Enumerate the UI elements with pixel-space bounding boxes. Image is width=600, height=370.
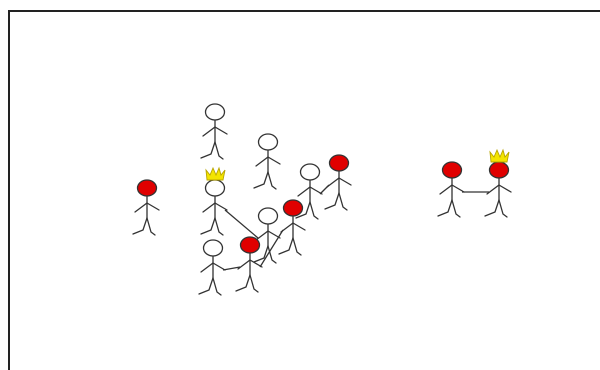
figure-left-leg <box>200 217 216 235</box>
figure-right-arm <box>309 186 323 195</box>
figure-right-arm <box>292 222 306 231</box>
figure-right-leg <box>212 277 222 296</box>
white-stick-figure-icon <box>200 103 228 160</box>
figure-right-arm <box>146 202 160 211</box>
crown-icon <box>489 148 510 163</box>
figure-right-leg <box>267 171 277 190</box>
figure-left-leg <box>253 171 269 189</box>
figure-left-leg <box>253 245 269 263</box>
figure-left-arm <box>202 126 216 137</box>
figure-head <box>257 133 279 151</box>
figure-left-arm <box>326 177 340 188</box>
figure-head <box>488 161 510 179</box>
figure-head <box>136 179 158 197</box>
stick-figure-scene <box>132 103 512 296</box>
figure-left-arm <box>439 184 453 195</box>
figure-right-arm <box>249 259 263 268</box>
figure-left-leg <box>324 192 340 210</box>
figure-right-leg <box>214 217 224 236</box>
figure-left-leg <box>437 199 453 217</box>
figure-left-arm <box>255 230 269 241</box>
figure-head <box>202 239 224 257</box>
figure-right-arm <box>498 184 512 193</box>
figure-right-arm <box>338 177 352 186</box>
figure-head <box>282 199 304 217</box>
red-stick-figure-icon <box>324 154 352 211</box>
figure-left-leg <box>295 201 311 219</box>
figure-head <box>204 103 226 121</box>
figure-left-arm <box>486 184 500 195</box>
figure-right-leg <box>338 192 348 211</box>
red-stick-figure-icon <box>278 199 306 256</box>
figure-left-leg <box>132 217 148 235</box>
figure-left-arm <box>202 202 216 213</box>
red-stick-figure-icon <box>132 179 160 236</box>
hand-link-line <box>259 229 284 268</box>
figure-right-arm <box>214 202 228 211</box>
figure-head <box>239 236 261 254</box>
figure-right-leg <box>146 217 156 236</box>
white-stick-figure-icon <box>198 239 226 296</box>
figure-right-arm <box>214 126 228 135</box>
white-stick-figure-icon <box>200 166 228 236</box>
figure-left-arm <box>134 202 148 213</box>
figure-left-arm <box>280 222 294 233</box>
figure-head <box>204 179 226 197</box>
crown-icon <box>205 166 226 181</box>
red-stick-figure-icon <box>437 161 465 218</box>
figure-left-leg <box>198 277 214 295</box>
figure-left-leg <box>235 274 251 292</box>
canvas-frame <box>8 10 600 370</box>
figure-left-arm <box>297 186 311 197</box>
figure-right-arm <box>267 230 281 239</box>
figure-right-leg <box>451 199 461 218</box>
figure-head <box>257 207 279 225</box>
figure-group <box>132 103 512 296</box>
figure-head <box>299 163 321 181</box>
figure-right-leg <box>267 245 277 264</box>
red-stick-figure-icon <box>484 148 512 218</box>
figure-right-leg <box>214 141 224 160</box>
figure-left-arm <box>237 259 251 270</box>
figure-right-leg <box>292 237 302 256</box>
figure-head <box>441 161 463 179</box>
hand-link-line <box>222 266 241 271</box>
figure-right-leg <box>249 274 259 293</box>
figure-left-arm <box>200 262 214 273</box>
figure-right-arm <box>451 184 465 193</box>
figure-left-arm <box>255 156 269 167</box>
figure-right-leg <box>498 199 508 218</box>
figure-right-arm <box>212 262 226 271</box>
figure-right-arm <box>267 156 281 165</box>
figure-left-leg <box>200 141 216 159</box>
white-stick-figure-icon <box>253 207 281 264</box>
white-stick-figure-icon <box>295 163 323 220</box>
connecting-lines <box>222 184 489 271</box>
figure-head <box>328 154 350 172</box>
figure-left-leg <box>484 199 500 217</box>
figure-left-leg <box>278 237 294 255</box>
hand-link-line <box>224 209 259 239</box>
red-stick-figure-icon <box>235 236 263 293</box>
white-stick-figure-icon <box>253 133 281 190</box>
figure-right-leg <box>309 201 319 220</box>
